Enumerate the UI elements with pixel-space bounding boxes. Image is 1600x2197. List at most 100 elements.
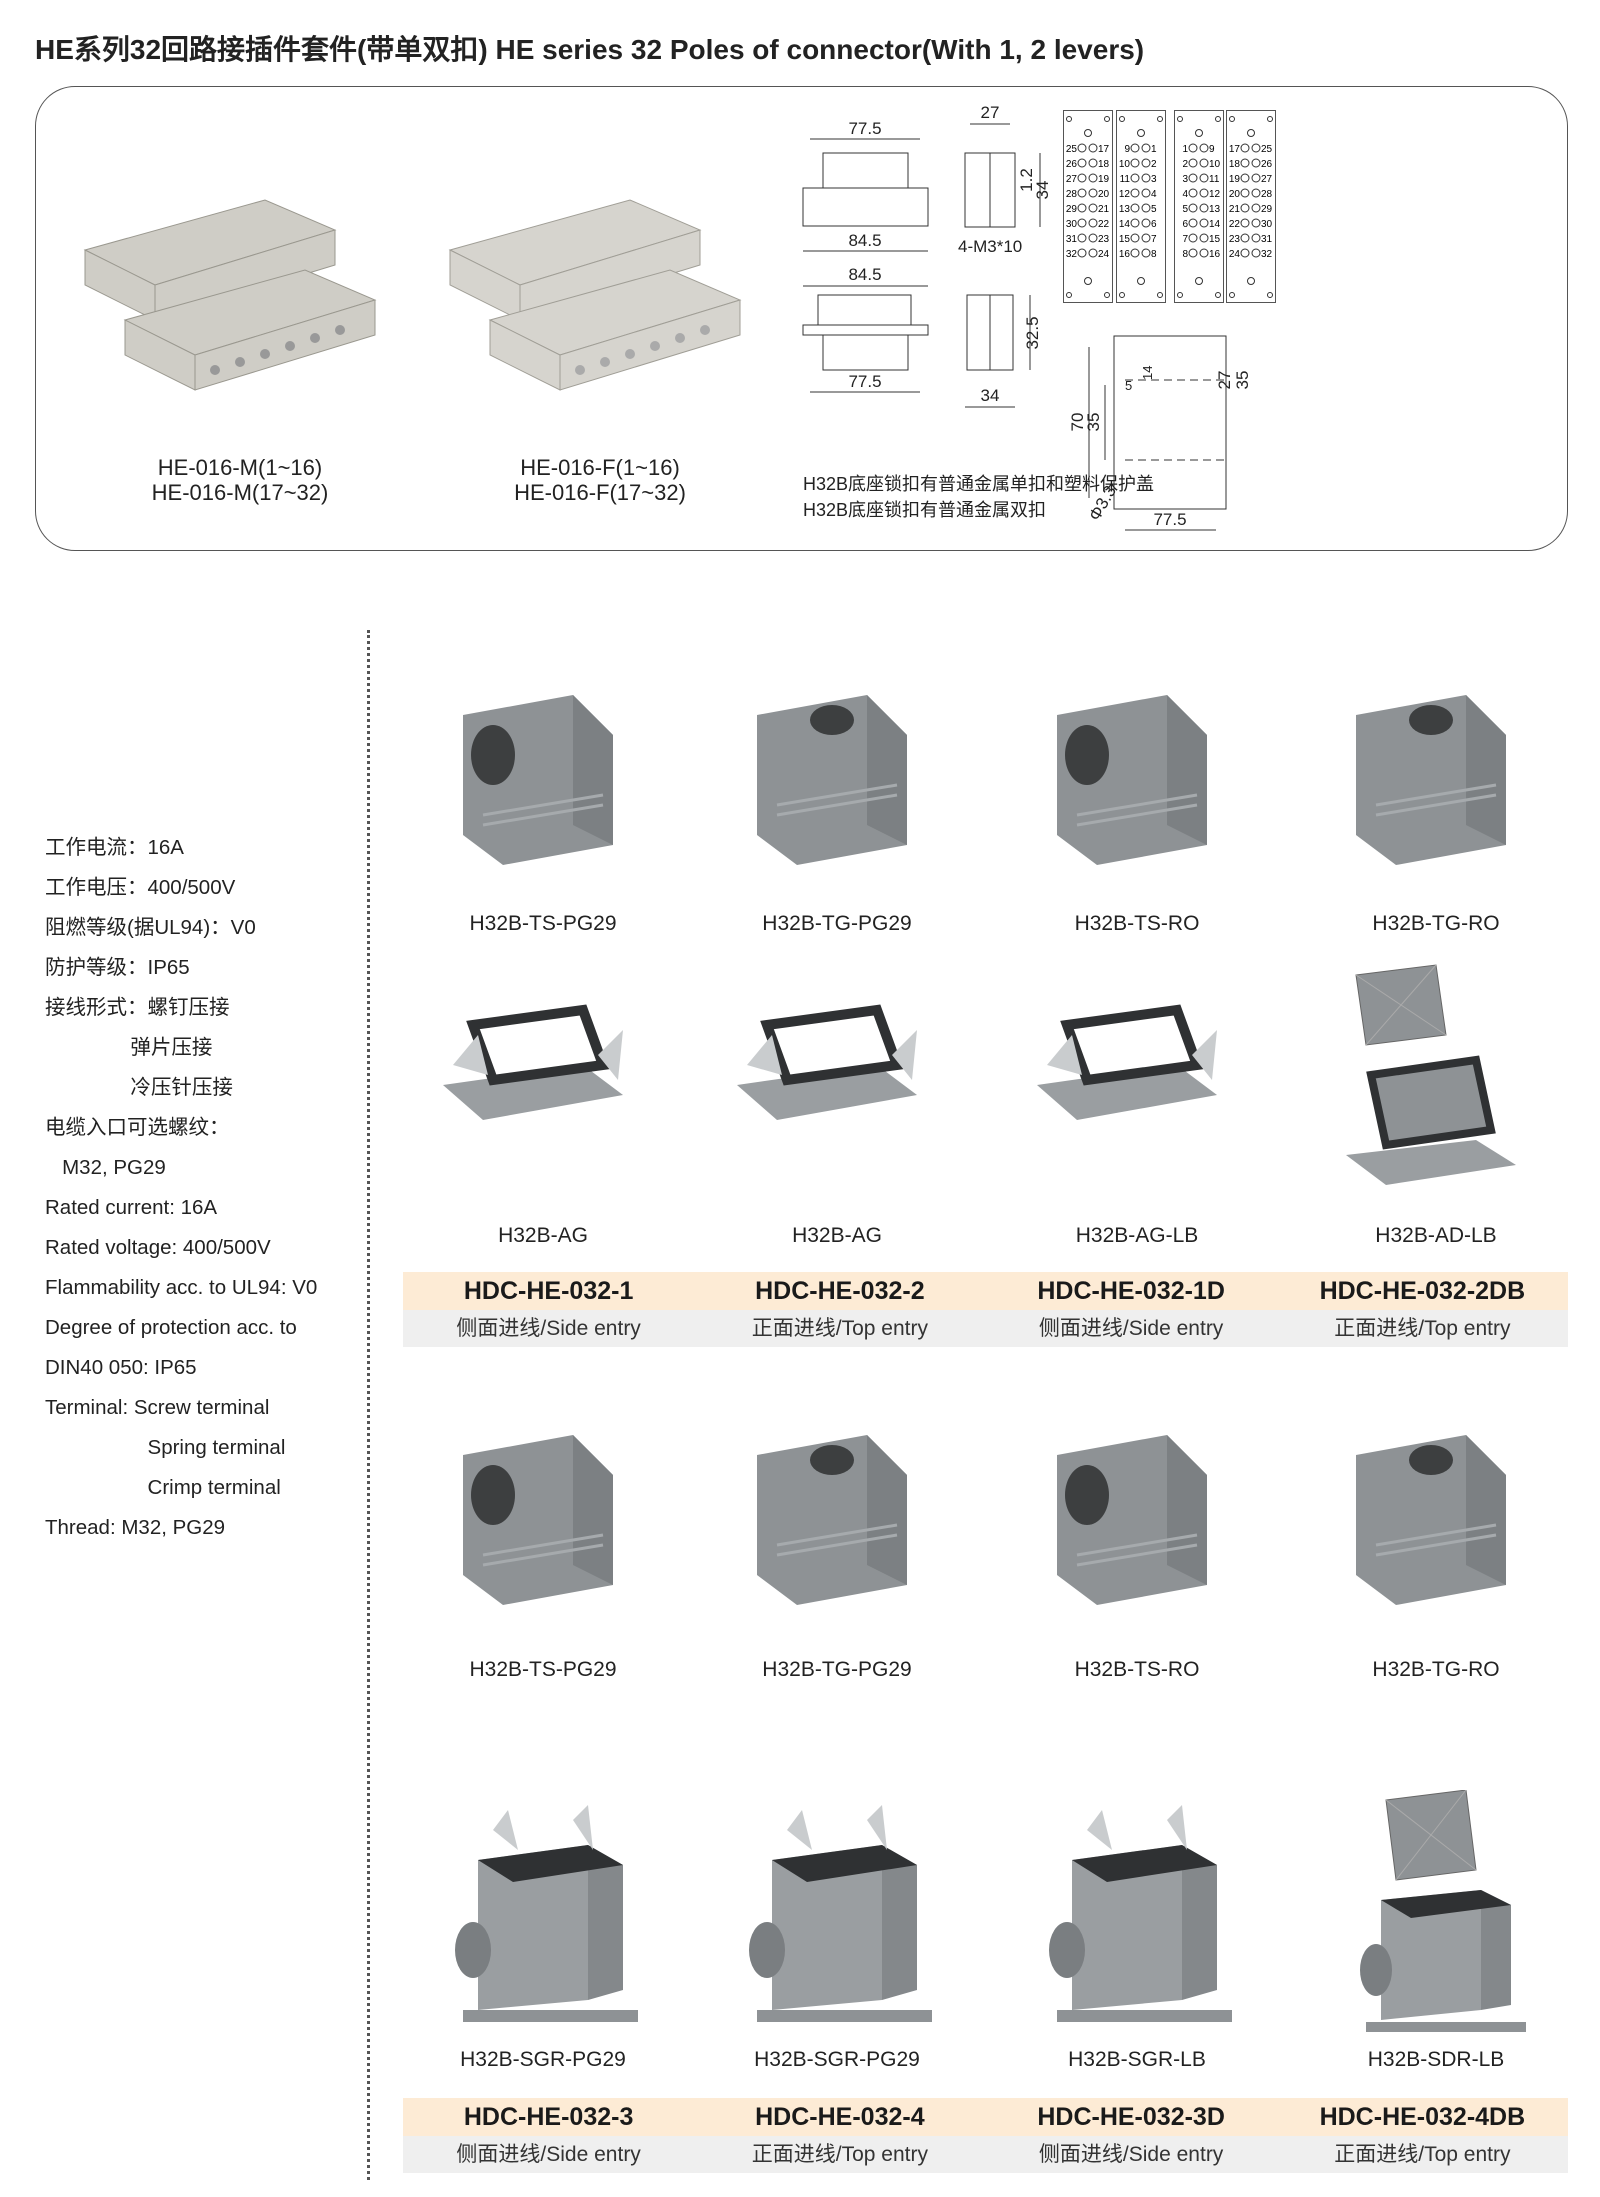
pin-hole <box>1199 233 1209 243</box>
dim-label: 84.5 <box>848 265 881 284</box>
pin-hole <box>1251 188 1261 198</box>
pin-hole <box>1077 218 1087 228</box>
housing-image <box>455 1805 638 2022</box>
label-line: HE-016-M(17~32) <box>151 480 329 505</box>
dim-label: 77.5 <box>1153 510 1186 529</box>
pin-number: 4 <box>1151 189 1157 200</box>
spec-line: 工作电流：16A <box>45 836 184 859</box>
pin-hole <box>1199 173 1209 183</box>
pin-hole <box>1088 248 1098 258</box>
pin-hole <box>1141 203 1151 213</box>
dim-label: 77.5 <box>848 372 881 391</box>
pin-number: 2 <box>1182 159 1188 170</box>
pin-hole <box>1141 158 1151 168</box>
spec-line: 阻燃等级(据UL94)：V0 <box>45 916 256 939</box>
pin-number: 13 <box>1119 204 1131 215</box>
product-name: H32B-AG <box>498 1224 588 1247</box>
pin-number: 12 <box>1119 189 1131 200</box>
spec-line: 工作电压：400/500V <box>45 876 236 899</box>
pin-number: 5 <box>1182 204 1188 215</box>
dim-label: 35 <box>1084 413 1103 432</box>
pin-hole <box>1130 143 1140 153</box>
hood-side-image <box>1057 1435 1207 1605</box>
female-insert-image <box>448 199 742 391</box>
pin-number: 25 <box>1261 144 1273 155</box>
pin-hole <box>1251 233 1261 243</box>
pin-hole <box>1199 188 1209 198</box>
pin-hole <box>1088 233 1098 243</box>
dim-label: 34 <box>1033 181 1052 200</box>
dim-label: 27 <box>1215 371 1234 390</box>
pin-number: 5 <box>1151 204 1157 215</box>
spec-line: Terminal: Screw terminal <box>45 1396 270 1419</box>
pin-hole <box>1088 173 1098 183</box>
entry-type: 正面进线/Top entry <box>1334 1317 1511 1340</box>
hood-side-image <box>463 1435 613 1605</box>
pin-hole <box>1141 143 1151 153</box>
pin-number: 26 <box>1261 159 1273 170</box>
pin-number: 27 <box>1066 174 1078 185</box>
pin-number: 24 <box>1098 249 1110 260</box>
pin-hole <box>1141 248 1151 258</box>
spec-list: 工作电流：16A 工作电压：400/500V 阻燃等级(据UL94)：V0 防护等级：… <box>45 828 317 1548</box>
pin-number: 18 <box>1098 159 1110 170</box>
pin-number: 10 <box>1209 159 1221 170</box>
pin-number: 19 <box>1098 174 1110 185</box>
pin-number: 31 <box>1066 234 1078 245</box>
entry-type: 正面进线/Top entry <box>751 2143 928 2166</box>
connector-overview-panel <box>35 86 1568 551</box>
product-name: H32B-TS-RO <box>1074 912 1200 935</box>
pin-number: 30 <box>1066 219 1078 230</box>
spec-line: Thread: M32, PG29 <box>45 1516 226 1539</box>
pin-number: 22 <box>1098 219 1110 230</box>
product-name: H32B-SGR-PG29 <box>754 2048 920 2071</box>
pin-number: 7 <box>1182 234 1188 245</box>
housing-cover-image <box>1360 1790 1526 2032</box>
male-insert-label: HE-016-M(1~16) HE-016-M(17~32) <box>110 455 370 505</box>
pin-number: 1 <box>1182 144 1188 155</box>
pin-hole <box>1130 173 1140 183</box>
pin-number: 6 <box>1182 219 1188 230</box>
housing-image <box>1049 1805 1232 2022</box>
pin-hole <box>1240 173 1250 183</box>
pin-number: 19 <box>1229 174 1241 185</box>
spec-line: Rated current: 16A <box>45 1196 218 1219</box>
pin-number: 21 <box>1229 204 1241 215</box>
pin-hole <box>1088 188 1098 198</box>
pin-number: 15 <box>1209 234 1221 245</box>
spec-line: 电缆入口可选螺纹： <box>45 1116 230 1139</box>
pin-hole <box>1251 143 1261 153</box>
pin-hole <box>1188 158 1198 168</box>
pin-number: 17 <box>1098 144 1110 155</box>
spec-line: Rated voltage: 400/500V <box>45 1236 271 1259</box>
hood-side-image <box>463 695 613 865</box>
pin-number: 24 <box>1229 249 1241 260</box>
hood-top-image <box>757 1435 907 1605</box>
pin-hole <box>1188 203 1198 213</box>
pin-hole <box>1188 233 1198 243</box>
product-name: H32B-TG-RO <box>1372 912 1500 935</box>
pin-number: 10 <box>1119 159 1131 170</box>
dim-label: 70 <box>1068 413 1087 432</box>
pin-number: 20 <box>1229 189 1241 200</box>
pin-hole <box>1141 218 1151 228</box>
pin-hole <box>1077 143 1087 153</box>
spec-line: 弹片压接 <box>45 1036 213 1059</box>
pin-number: 8 <box>1182 249 1188 260</box>
pin-number: 13 <box>1209 204 1221 215</box>
pin-hole <box>1240 203 1250 213</box>
spec-line: Spring terminal <box>45 1436 286 1459</box>
pin-hole <box>1088 203 1098 213</box>
pin-number: 4 <box>1182 189 1188 200</box>
pin-number: 28 <box>1066 189 1078 200</box>
dim-label: 77.5 <box>848 119 881 138</box>
pin-number: 20 <box>1098 189 1110 200</box>
pin-number: 23 <box>1098 234 1110 245</box>
pin-number: 28 <box>1261 189 1273 200</box>
spec-line: 防护等级：IP65 <box>45 956 190 979</box>
pin-hole <box>1077 248 1087 258</box>
base-image <box>1037 1004 1217 1120</box>
pin-hole <box>1141 188 1151 198</box>
